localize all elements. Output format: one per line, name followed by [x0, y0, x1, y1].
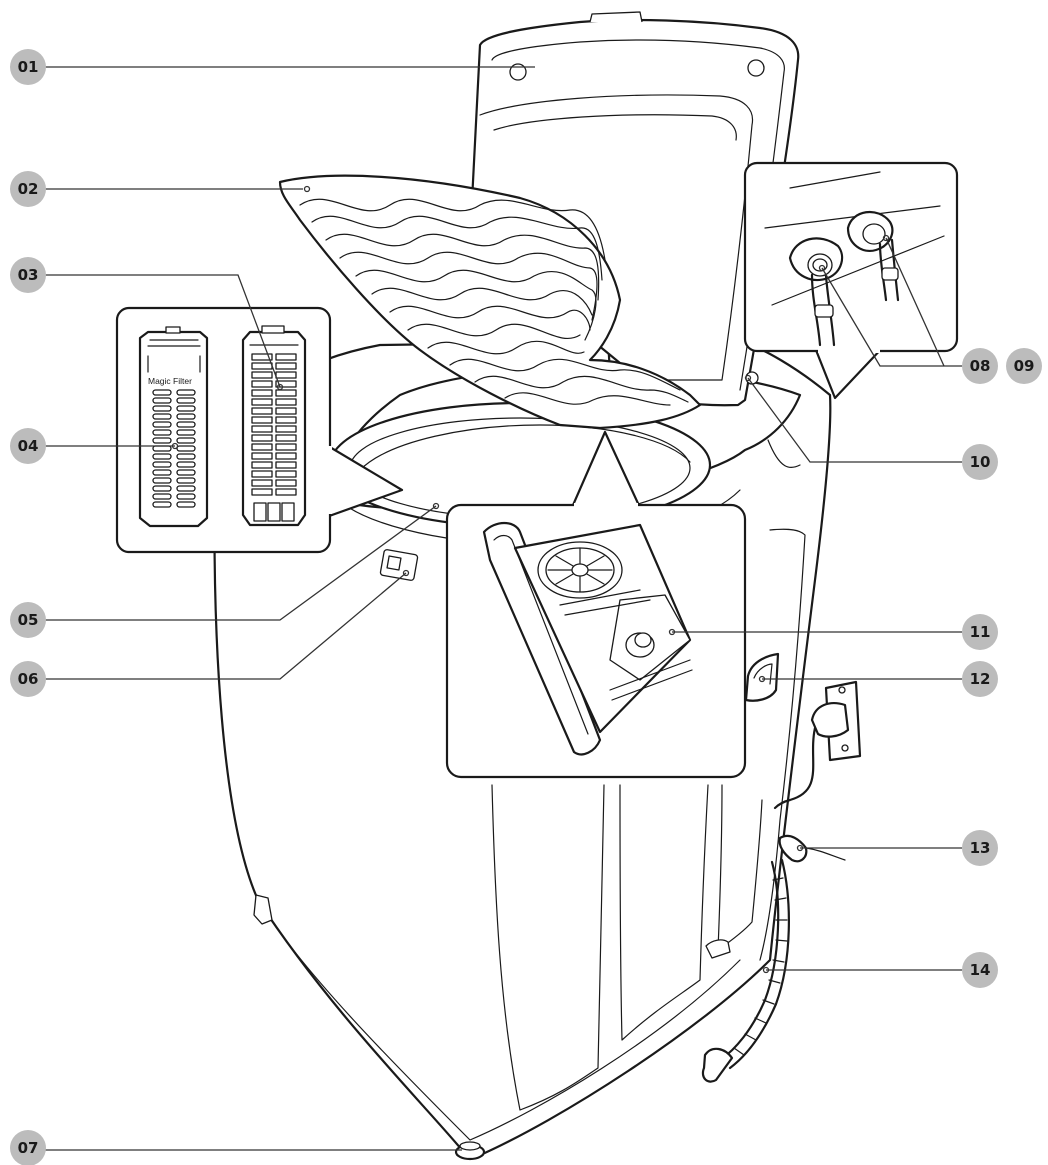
water-inlet-small — [745, 371, 759, 385]
lid-glass-inner — [493, 114, 737, 141]
drawer-front-flap — [482, 521, 602, 756]
tub-inside-shading — [359, 424, 691, 471]
detergent-label-icon — [386, 555, 402, 571]
drain-hose — [718, 860, 780, 1062]
drain-hose-outer — [728, 858, 790, 1070]
drawer-rail — [609, 659, 693, 701]
right-foot — [705, 939, 731, 959]
hot-water-inlet — [788, 237, 844, 347]
callout-02: 02 — [10, 171, 46, 207]
detergent-compartment — [609, 594, 691, 681]
side-handle-inner — [753, 663, 773, 685]
water-inlet-inset-pointer — [810, 339, 886, 400]
callout-08: 08 — [962, 348, 998, 384]
callout-09: 09 — [1006, 348, 1042, 384]
lint-filter-slots — [251, 353, 297, 496]
drain-hose-end — [701, 1047, 734, 1083]
magic-filter: Magic Filter — [138, 326, 209, 528]
callout-07: 07 — [10, 1130, 46, 1165]
side-panel — [759, 528, 806, 961]
filter-inset: Magic Filter — [115, 306, 404, 554]
water-inlet-inset-frame — [743, 161, 959, 353]
leader-10 — [747, 377, 962, 463]
callout-13: 13 — [962, 830, 998, 866]
svg-text:06: 06 — [18, 670, 39, 688]
softener-impeller — [537, 541, 623, 599]
lint-filter — [241, 325, 307, 527]
callout-14: 14 — [962, 952, 998, 988]
filter-inset-pointer — [317, 439, 404, 522]
cold-water-inlet — [846, 210, 900, 302]
leader-05 — [44, 505, 437, 621]
inlet-panel-lower — [771, 235, 945, 306]
callout-11: 11 — [962, 614, 998, 650]
svg-text:11: 11 — [970, 623, 991, 641]
cabinet-base-edge — [257, 899, 741, 1141]
front-panel-middle — [619, 784, 709, 1041]
inlet-panel-top — [789, 171, 881, 189]
water-inlet-inset — [743, 161, 959, 400]
magic-filter-slots — [152, 389, 196, 508]
hose-clip-wire — [805, 847, 846, 861]
hose-clip — [778, 834, 808, 863]
bottom-foot-inner — [459, 1141, 481, 1151]
callout-12: 12 — [962, 661, 998, 697]
lid-hinge-left — [509, 63, 527, 81]
detergent-drawer-inset — [445, 430, 747, 779]
leader-09 — [885, 237, 945, 367]
lid-hinge-right — [747, 59, 765, 77]
leader-06 — [44, 572, 407, 680]
drain-hose-ribs — [733, 877, 788, 1056]
callout-06: 06 — [10, 661, 46, 697]
drawer-inset-pointer — [568, 430, 643, 513]
power-cord — [773, 726, 817, 810]
svg-text:08: 08 — [970, 357, 991, 375]
outlet-screw-top — [838, 686, 846, 694]
side-handle — [744, 652, 780, 702]
svg-text:13: 13 — [970, 839, 991, 857]
svg-text:10: 10 — [970, 453, 991, 471]
svg-text:14: 14 — [970, 961, 991, 979]
svg-text:12: 12 — [970, 670, 991, 688]
svg-text:04: 04 — [18, 437, 39, 455]
callout-badges: 01 02 03 04 05 06 07 08 — [10, 49, 1042, 1165]
callout-10: 10 — [962, 444, 998, 480]
lid-glass — [479, 94, 754, 381]
power-plug — [810, 702, 850, 738]
front-panel-left — [491, 784, 605, 1111]
left-foot — [253, 894, 273, 925]
inlet-panel-edge — [764, 205, 941, 229]
back-panel-detail — [767, 439, 801, 469]
drawer-divider — [559, 589, 651, 616]
outlet-screw-bottom — [841, 744, 849, 752]
inner-lid — [278, 174, 702, 430]
front-panel-right — [717, 784, 763, 951]
callout-05: 05 — [10, 602, 46, 638]
lid-handle — [589, 11, 643, 23]
inner-lid-waves — [299, 198, 689, 406]
callout-01: 01 — [10, 49, 46, 85]
leader-03 — [44, 274, 281, 388]
callout-03: 03 — [10, 257, 46, 293]
svg-text:01: 01 — [18, 58, 39, 76]
leader-08 — [821, 267, 962, 367]
svg-text:07: 07 — [18, 1139, 39, 1157]
magic-filter-label: Magic Filter — [148, 376, 192, 386]
leader-lines — [44, 66, 962, 1151]
svg-text:09: 09 — [1014, 357, 1035, 375]
svg-text:03: 03 — [18, 266, 39, 284]
svg-text:02: 02 — [18, 180, 39, 198]
svg-text:05: 05 — [18, 611, 39, 629]
callout-04: 04 — [10, 428, 46, 464]
